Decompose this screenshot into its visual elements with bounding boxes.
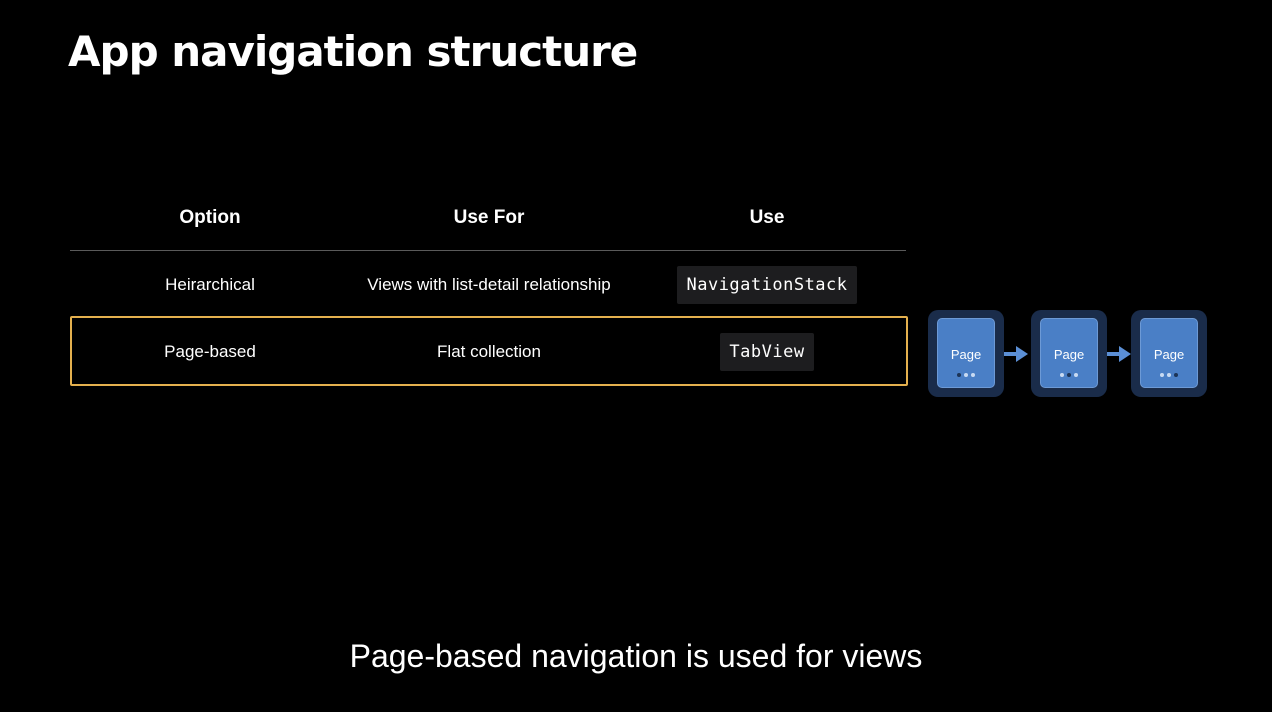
- page-dot: [964, 373, 968, 377]
- header-option: Option: [179, 207, 241, 228]
- row-use-for: Views with list-detail relationship: [367, 275, 611, 294]
- page-dot: [957, 373, 961, 377]
- page-dot: [1160, 373, 1164, 377]
- row-option: Heirarchical: [165, 275, 255, 294]
- page-card: Page: [937, 318, 995, 388]
- table-row-highlighted: Page-based Flat collection TabView: [70, 332, 908, 372]
- page-indicator-dots: [1041, 373, 1097, 377]
- page-indicator-dots: [1141, 373, 1197, 377]
- page-dot: [1074, 373, 1078, 377]
- page-card: Page: [1040, 318, 1098, 388]
- page-label: Page: [1053, 347, 1085, 362]
- page-dot: [1060, 373, 1064, 377]
- page-dot: [1067, 373, 1071, 377]
- page-dot: [971, 373, 975, 377]
- header-use-for: Use For: [453, 207, 525, 228]
- page-label: Page: [1153, 347, 1185, 362]
- page-based-illustration: Page Page Page: [928, 310, 1210, 398]
- page-dot: [1167, 373, 1171, 377]
- page-frame: Page: [1031, 310, 1107, 397]
- highlight-box: [70, 316, 908, 386]
- row-use: NavigationStack: [628, 265, 906, 305]
- page-label: Page: [950, 347, 982, 362]
- code-tabview: TabView: [720, 333, 814, 371]
- row-use-for: Flat collection: [437, 342, 541, 361]
- page-indicator-dots: [938, 373, 994, 377]
- page-dot: [1174, 373, 1178, 377]
- arrow-right-icon: [1107, 346, 1131, 362]
- header-use: Use: [749, 207, 785, 228]
- slide-caption: Page-based navigation is used for views: [349, 638, 923, 674]
- page-frame: Page: [928, 310, 1004, 397]
- slide-title: App navigation structure: [68, 27, 638, 76]
- table-row: Heirarchical Views with list-detail rela…: [70, 265, 908, 305]
- header-divider: [70, 250, 906, 251]
- arrow-right-icon: [1004, 346, 1028, 362]
- page-frame: Page: [1131, 310, 1207, 397]
- row-option: Page-based: [164, 342, 256, 361]
- code-navigationstack: NavigationStack: [677, 266, 857, 304]
- row-use: TabView: [628, 332, 906, 372]
- page-card: Page: [1140, 318, 1198, 388]
